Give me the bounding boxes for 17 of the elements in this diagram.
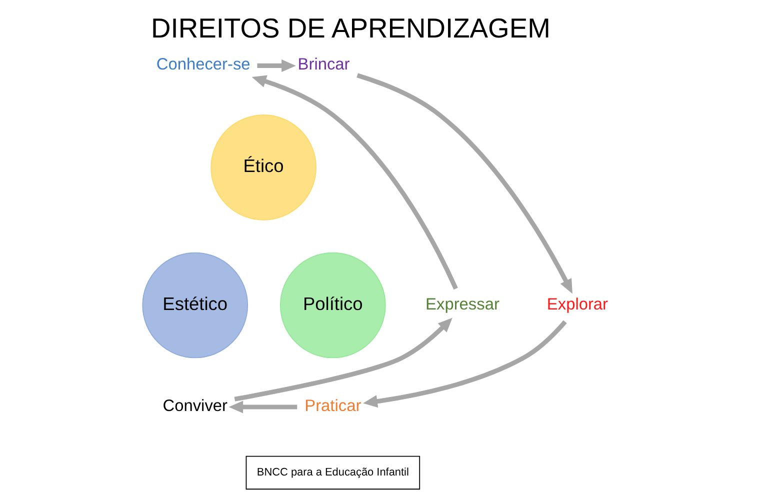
arrow [234,318,452,402]
node-box: BNCC para a Educação Infantil [246,456,420,490]
node-circle: Político [280,252,386,358]
arrow [228,400,298,414]
node-circle: Ético [210,114,316,220]
node-text: Praticar [304,397,362,416]
arrow [363,320,567,408]
arrow [252,75,458,290]
node-text: Explorar [546,295,608,314]
node-text: Conviver [162,397,228,416]
node-text: Brincar [298,56,350,74]
diagram-title: DIREITOS DE APRENDIZAGEM [151,12,550,44]
node-circle: Estético [142,252,248,358]
node-text: Expressar [426,295,500,314]
arrow [257,59,296,72]
node-text: Conhecer-se [156,56,250,74]
arrow [356,73,572,294]
